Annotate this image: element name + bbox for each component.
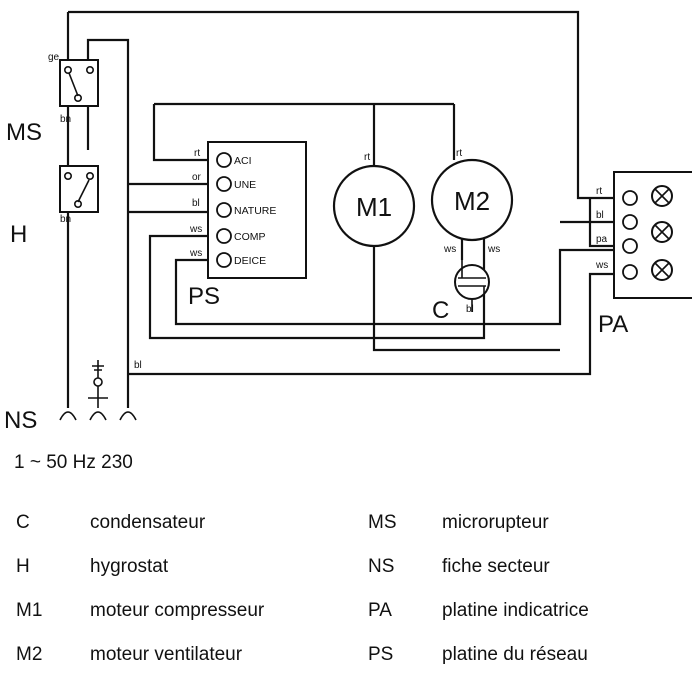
legend-value: fiche secteur — [442, 556, 550, 577]
legend-key: NS — [368, 556, 395, 577]
ns-plug — [59, 365, 137, 421]
legend-value: platine indicatrice — [442, 600, 589, 621]
code-ps-bl: bl — [192, 198, 200, 209]
motor-m1: M1 — [332, 164, 416, 248]
ps-terminal-deice: DEICE — [234, 255, 266, 267]
legend-value: moteur compresseur — [90, 600, 265, 621]
code-ps-or: or — [192, 172, 202, 183]
c-label: C — [432, 297, 449, 324]
ps-terminal-nature: NATURE — [234, 205, 276, 217]
m2-label: M2 — [454, 186, 490, 216]
code-m2-ws-r: ws — [487, 244, 500, 255]
legend-key: M1 — [16, 600, 43, 621]
legend-key: PS — [368, 644, 394, 665]
motor-m2: M2 — [430, 158, 514, 242]
ps-box: ACI UNE NATURE COMP DEICE — [207, 141, 307, 279]
code-m1-rt: rt — [364, 152, 370, 163]
pa-label: PA — [598, 311, 628, 338]
code-pa-ws: ws — [595, 260, 608, 271]
code-m2-rt: rt — [456, 148, 462, 159]
supply-rating: 1 ~ 50 Hz 230 — [14, 452, 133, 473]
code-pa-bl: bl — [596, 210, 604, 221]
wiring — [66, 10, 614, 408]
code-pa-rt: rt — [596, 186, 602, 197]
lamp-3 — [651, 259, 673, 281]
code-ps-ws2: ws — [189, 248, 202, 259]
legend-key: C — [16, 512, 30, 533]
code-bl-ns: bl — [134, 360, 142, 371]
code-pa-pa: pa — [596, 234, 608, 245]
legend-key: H — [16, 556, 30, 577]
ns-label: NS — [4, 407, 37, 434]
code-c-bl: bl — [466, 304, 474, 315]
h-hygrostat — [59, 165, 99, 213]
m1-label: M1 — [356, 192, 392, 222]
capacitor-c — [454, 260, 490, 312]
wiring-diagram: ACI UNE NATURE COMP DEICE M1 M2 — [4, 10, 692, 434]
code-ge: ge — [48, 52, 60, 63]
h-label: H — [10, 221, 27, 248]
legend-value: hygrostat — [90, 556, 169, 577]
legend-value: microrupteur — [442, 512, 549, 533]
ps-terminal-aci: ACI — [234, 155, 252, 167]
code-ps-ws1: ws — [189, 224, 202, 235]
code-bn-h: bn — [60, 214, 71, 225]
legend-key: MS — [368, 512, 397, 533]
ms-label: MS — [6, 119, 42, 146]
ms-microswitch — [59, 59, 99, 107]
legend-key: M2 — [16, 644, 43, 665]
ps-terminal-comp: COMP — [234, 231, 266, 243]
ps-label: PS — [188, 283, 220, 310]
legend-key: PA — [368, 600, 392, 621]
legend-value: moteur ventilateur — [90, 644, 243, 665]
lamp-2 — [651, 221, 673, 243]
code-ps-rt: rt — [194, 148, 200, 159]
ps-terminal-une: UNE — [234, 179, 256, 191]
pa-board — [613, 171, 692, 299]
legend-value: condensateur — [90, 512, 206, 533]
legend-value: platine du réseau — [442, 644, 588, 665]
code-bn-ms: bn — [60, 114, 71, 125]
lamp-1 — [651, 185, 673, 207]
code-m2-ws-l: ws — [443, 244, 456, 255]
